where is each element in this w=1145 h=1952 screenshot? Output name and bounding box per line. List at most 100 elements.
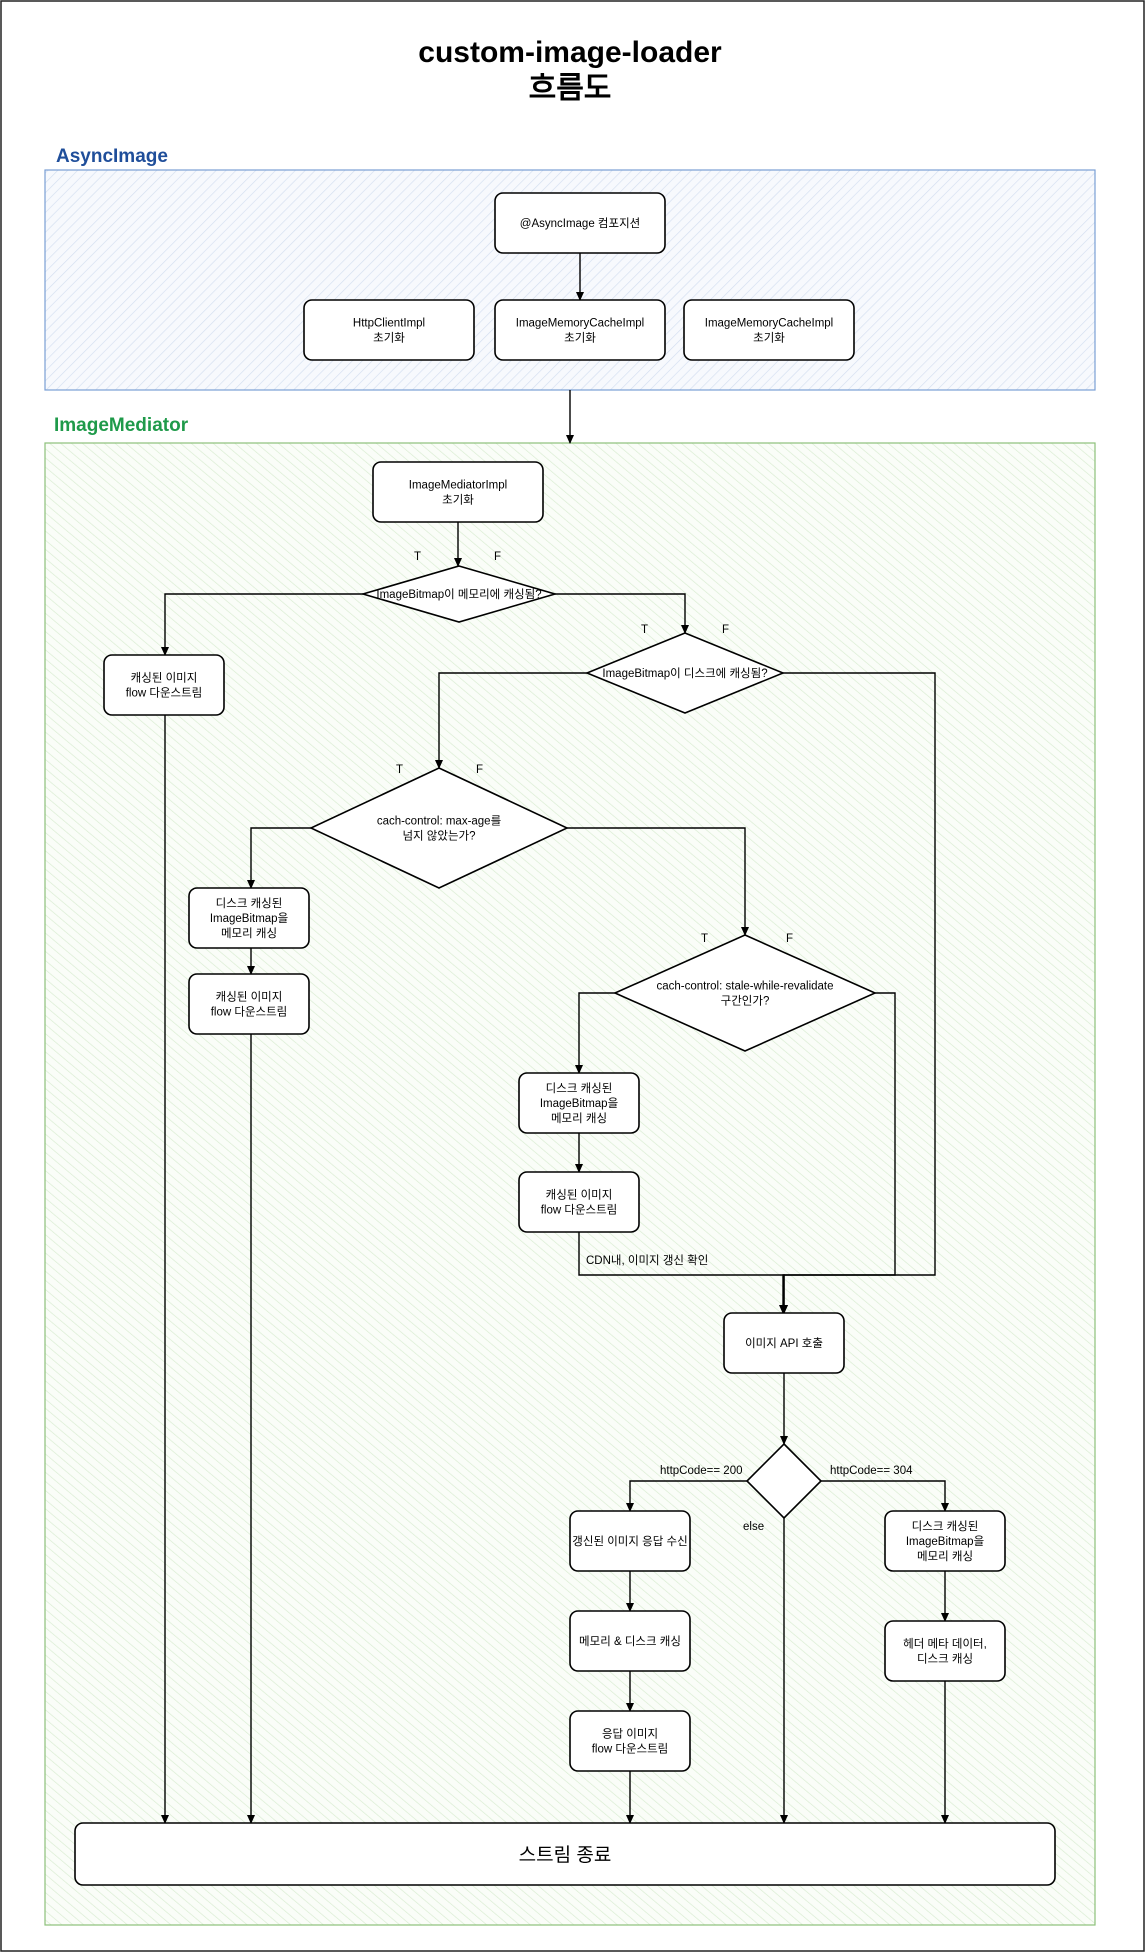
node-updated-resp: 갱신된 이미지 응답 수신 <box>569 1510 691 1572</box>
node-label: 구간인가? <box>721 995 770 1008</box>
decision-shape <box>584 632 786 714</box>
decision-shape <box>613 934 877 1052</box>
node-label: cach-control: max-age를 <box>377 815 501 828</box>
node-mem-init: ImageMemoryCacheImpl 초기화 <box>494 299 666 361</box>
node-label: ImageMediatorImpl <box>409 480 507 492</box>
node-label: cach-control: stale-while-revalidate <box>656 981 833 993</box>
node-flow-cached-2: 캐싱된 이미지 flow 다운스트림 <box>188 973 310 1035</box>
edge-label-f: F <box>786 933 793 945</box>
edge-label-t: T <box>414 551 421 563</box>
edge-4 <box>161 593 363 656</box>
node-label: flow 다운스트림 <box>592 1743 669 1756</box>
node-q-swr: cach-control: stale-while-revalidate 구간인가… <box>613 934 877 1052</box>
node-label: 초기화 <box>442 494 474 507</box>
node-label: 이미지 API 호출 <box>745 1337 823 1350</box>
node-shape <box>569 1510 691 1572</box>
node-shape <box>884 1620 1006 1682</box>
node-mem-disk-cache: 메모리 & 디스크 캐싱 <box>569 1610 691 1672</box>
node-label: flow 다운스트림 <box>126 687 203 700</box>
node-label: 캐싱된 이미지 <box>131 672 198 685</box>
node-shape <box>683 299 855 361</box>
node-label: ImageBitmap을 <box>906 1535 984 1548</box>
edge-11 <box>575 992 615 1074</box>
node-label: ImageBitmap이 디스크에 캐싱됨? <box>602 667 767 680</box>
edge-label-cdn-check: CDN내, 이미지 갱신 확인 <box>586 1254 708 1267</box>
asyncimage-group-label: AsyncImage <box>56 146 168 167</box>
node-flow-resp: 응답 이미지 flow 다운스트림 <box>569 1710 691 1772</box>
node-q-memory: ImageBitmap이 메모리에 캐싱됨? <box>360 565 558 623</box>
node-shape <box>569 1610 691 1672</box>
node-label: 캐싱된 이미지 <box>216 991 283 1004</box>
edge-label-http304: httpCode== 304 <box>830 1465 913 1477</box>
diagram-title: custom-image-loader <box>418 36 722 69</box>
edge-5 <box>555 593 689 634</box>
edge-label-f: F <box>722 624 729 636</box>
edge-16 <box>626 1480 747 1512</box>
edges-layer <box>161 253 949 1824</box>
node-label: 디스크 캐싱 <box>917 1653 973 1666</box>
node-label: ImageMemoryCacheImpl <box>705 318 833 330</box>
node-mediator-init: ImageMediatorImpl 초기화 <box>372 461 544 523</box>
node-shape <box>303 299 475 361</box>
edge-label-f: F <box>494 551 501 563</box>
node-label: ImageBitmap이 메모리에 캐싱됨? <box>376 588 541 601</box>
node-shape <box>494 192 666 254</box>
imagemediator-group-label: ImageMediator <box>54 415 189 436</box>
edge-label-t: T <box>396 764 403 776</box>
node-label: 디스크 캐싱된 <box>546 1082 613 1095</box>
node-label: 메모리 캐싱 <box>551 1112 607 1125</box>
node-shape <box>518 1171 640 1233</box>
node-label: 디스크 캐싱된 <box>216 897 283 910</box>
node-flow-cached-3: 캐싱된 이미지 flow 다운스트림 <box>518 1171 640 1233</box>
node-composition: @AsyncImage 컴포지션 <box>494 192 666 254</box>
node-label: 초기화 <box>373 332 405 345</box>
edge-label-else: else <box>743 1521 764 1533</box>
node-header-meta: 헤더 메타 데이터, 디스크 캐싱 <box>884 1620 1006 1682</box>
decision-shape <box>309 767 569 889</box>
node-shape <box>372 461 544 523</box>
node-shape <box>884 1510 1006 1572</box>
node-label: 메모리 & 디스크 캐싱 <box>579 1635 681 1648</box>
edge-label-http200: httpCode== 200 <box>660 1465 743 1477</box>
edge-7 <box>435 672 587 769</box>
node-label: ImageMemoryCacheImpl <box>516 318 644 330</box>
edge-6 <box>779 672 936 1314</box>
node-q-status <box>745 1442 823 1520</box>
node-label: flow 다운스트림 <box>541 1204 618 1217</box>
edge-label-t: T <box>641 624 648 636</box>
node-label: 헤더 메타 데이터, <box>903 1638 987 1651</box>
node-shape <box>188 973 310 1035</box>
node-label: @AsyncImage 컴포지션 <box>520 217 640 230</box>
node-label: 메모리 캐싱 <box>917 1550 973 1563</box>
decision-shape <box>745 1442 823 1520</box>
node-label: 응답 이미지 <box>602 1728 658 1741</box>
node-label: 갱신된 이미지 응답 수신 <box>572 1535 687 1548</box>
node-shape <box>103 654 225 716</box>
node-flow-cached-1: 캐싱된 이미지 flow 다운스트림 <box>103 654 225 716</box>
node-label: ImageBitmap을 <box>540 1097 618 1110</box>
edge-8 <box>247 827 311 889</box>
node-label: 캐싱된 이미지 <box>546 1189 613 1202</box>
node-label: flow 다운스트림 <box>211 1006 288 1019</box>
node-shape <box>494 299 666 361</box>
node-shape <box>723 1312 845 1374</box>
edge-9 <box>567 827 749 936</box>
node-shape <box>188 887 310 949</box>
decision-shape <box>360 565 558 623</box>
node-label: 디스크 캐싱된 <box>912 1520 979 1533</box>
node-label: ImageBitmap을 <box>210 912 288 925</box>
node-label: 초기화 <box>564 332 596 345</box>
node-shape <box>74 1822 1056 1886</box>
node-shape <box>518 1072 640 1134</box>
